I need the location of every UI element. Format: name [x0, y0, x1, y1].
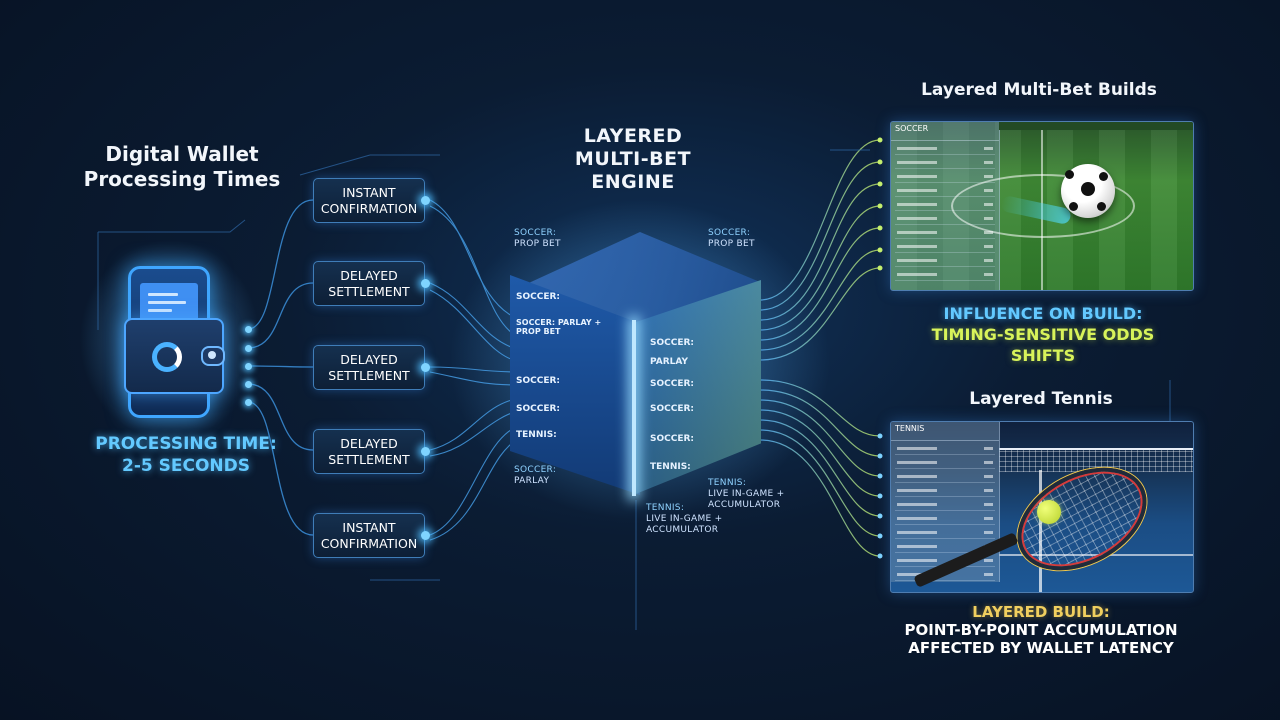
engine-label-bet: PROP BET	[708, 239, 755, 249]
engine-label-bet: LIVE IN-GAME +	[708, 489, 785, 499]
cube-layer-label: SOCCER:	[516, 376, 561, 386]
engine-label-bottom-right: TENNIS: LIVE IN-GAME + ACCUMULATOR	[708, 478, 785, 511]
influence-on-build: INFLUENCE ON BUILD: TIMING-SENSITIVE ODD…	[902, 303, 1184, 366]
status-line1: DELAYED	[340, 351, 398, 367]
status-line2: CONFIRMATION	[320, 200, 418, 216]
influence-line1: INFLUENCE ON BUILD:	[943, 304, 1143, 323]
status-line1: INSTANT	[342, 184, 396, 200]
engine-label-bottom-left: SOCCER: PARLAY	[514, 465, 556, 487]
layered-build-line3: AFFECTED BY WALLET LATENCY	[908, 639, 1174, 657]
engine-label-top-left: SOCCER: PROP BET	[514, 228, 561, 250]
cube-layer-label: PARLAY	[650, 357, 689, 367]
wallet-output-dot	[245, 399, 252, 406]
engine-label-sport: TENNIS:	[708, 478, 747, 488]
cube-layer-label: TENNIS:	[516, 430, 557, 440]
wallet-output-dot	[245, 345, 252, 352]
engine-title-line3: ENGINE	[591, 171, 675, 193]
processing-time-value: 2-5 SECONDS	[122, 456, 250, 476]
engine-title-line2: MULTI-BET	[574, 148, 692, 170]
tennis-net	[999, 448, 1193, 472]
tennis-panel-title: TENNIS	[891, 422, 999, 441]
cube-layer-label: SOCCER:	[650, 404, 695, 414]
status-line2: CONFIRMATION	[320, 535, 418, 551]
engine-label-bet: PROP BET	[514, 239, 561, 249]
processing-time-label: PROCESSING TIME: 2-5 SECONDS	[70, 433, 302, 477]
engine-label-top-right: SOCCER: PROP BET	[708, 228, 755, 250]
status-line2: SETTLEMENT	[328, 283, 410, 299]
engine-label-bet: ACCUMULATOR	[646, 525, 719, 535]
cube-layer-label: SOCCER: PARLAY + PROP BET	[516, 318, 602, 336]
cube-layer-label: SOCCER:	[516, 404, 561, 414]
status-line2: SETTLEMENT	[328, 451, 410, 467]
engine-label-sport: TENNIS:	[646, 503, 685, 513]
engine-label-bet: ACCUMULATOR	[708, 500, 781, 510]
processing-time-line1: PROCESSING TIME:	[95, 434, 277, 454]
layered-build-note: LAYERED BUILD: POINT-BY-POINT ACCUMULATI…	[884, 603, 1198, 657]
tennis-image: TENNIS	[890, 421, 1194, 593]
cube-layer-label: SOCCER:	[650, 338, 695, 348]
engine-label-sport: SOCCER:	[708, 228, 751, 238]
engine-label-bet: PARLAY	[514, 476, 550, 486]
engine-label-bet: LIVE IN-GAME +	[646, 514, 723, 524]
cube-layer-label: SOCCER:	[650, 379, 695, 389]
engine-label-sport: SOCCER:	[514, 465, 557, 475]
soccer-section-title: Layered Multi-Bet Builds	[921, 80, 1157, 100]
wallet-output-dot	[245, 326, 252, 333]
engine-title-line1: LAYERED	[583, 125, 683, 147]
layered-build-line1: LAYERED BUILD:	[972, 603, 1110, 621]
soccer-ball-icon	[1061, 164, 1115, 218]
tennis-section-title: Layered Tennis	[969, 389, 1113, 409]
influence-line2: TIMING-SENSITIVE ODDS SHIFTS	[931, 325, 1155, 365]
wallet-title-line1: Digital Wallet	[105, 142, 259, 166]
status-line1: INSTANT	[342, 519, 396, 535]
layered-build-line2: POINT-BY-POINT ACCUMULATION	[904, 621, 1178, 639]
engine-label-bottom-mid: TENNIS: LIVE IN-GAME + ACCUMULATOR	[646, 503, 723, 536]
cube-layer-label: TENNIS:	[650, 462, 691, 472]
soccer-image: SOCCER	[890, 121, 1194, 291]
wallet-output-dot	[245, 363, 252, 370]
tennis-ball-icon	[1037, 500, 1061, 524]
wallet-title-line2: Processing Times	[83, 167, 281, 191]
cube-edge-glow	[632, 320, 636, 496]
wallet-section-title: Digital Wallet Processing Times	[58, 142, 306, 192]
engine-title: LAYERED MULTI-BET ENGINE	[548, 125, 718, 194]
status-line2: SETTLEMENT	[328, 367, 410, 383]
cube-layer-label: SOCCER:	[516, 292, 561, 302]
wallet-icon	[124, 318, 225, 394]
wallet-output-dot	[245, 381, 252, 388]
status-line1: DELAYED	[340, 267, 398, 283]
cube-layer-label: SOCCER:	[650, 434, 695, 444]
status-line1: DELAYED	[340, 435, 398, 451]
soccer-panel-title: SOCCER	[891, 122, 999, 141]
engine-label-sport: SOCCER:	[514, 228, 557, 238]
